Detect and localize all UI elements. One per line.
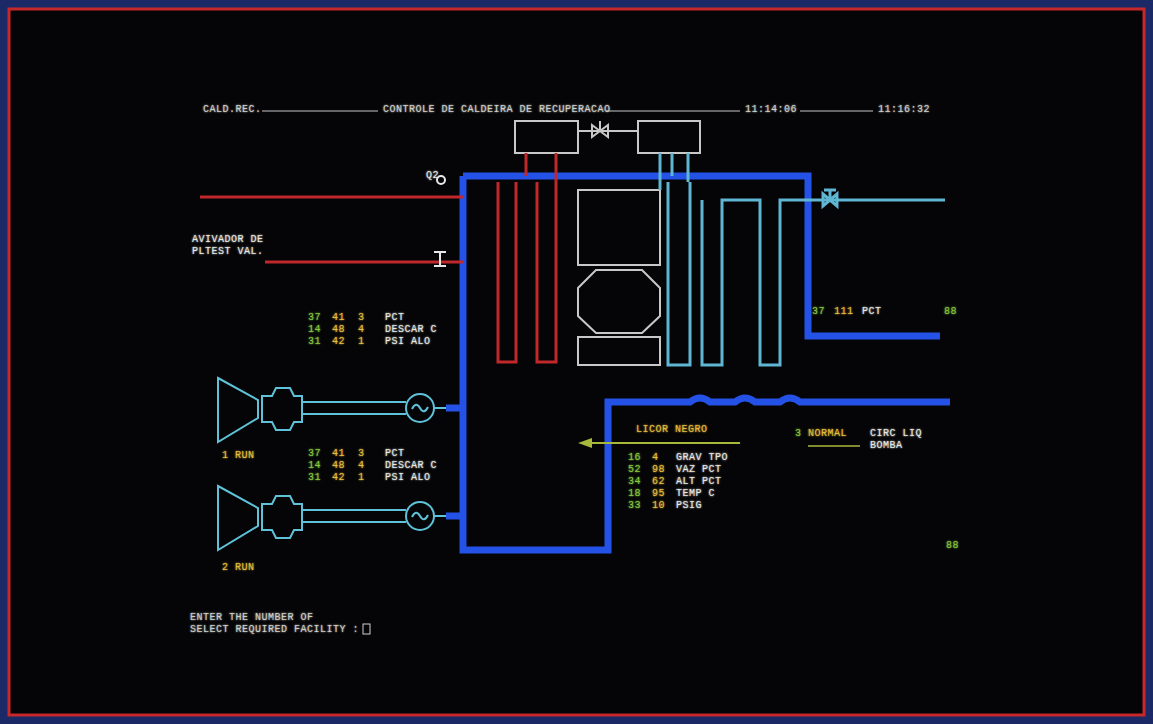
pump-symbol [218, 378, 446, 442]
screen-value: NORMAL [808, 428, 847, 440]
screen-value: 11:14:06 [745, 104, 797, 116]
screen-value: 41 48 42 [332, 448, 346, 484]
screen-value: PSI ALO [385, 472, 431, 484]
screen-value: Q2 [426, 170, 439, 182]
screen-value: 3 4 1 [358, 312, 366, 348]
steam-lines [660, 153, 945, 365]
screen-value: AVIVADOR DE [192, 234, 264, 246]
screen-value: 16 52 34 18 33 [628, 452, 642, 512]
screen-value: CIRC LIQ [870, 428, 922, 440]
main-piping [446, 176, 950, 550]
screen-title: CONTROLE DE CALDEIRA DE RECUPERACAO [383, 104, 611, 116]
screen-value: LICOR NEGRO [636, 424, 708, 436]
status-underline [808, 445, 860, 447]
screen-value: TEMP C [676, 488, 715, 500]
screen-value: BOMBA [870, 440, 903, 452]
screen-value: GRAV TPO [676, 452, 728, 464]
screen-value: 88 [946, 540, 959, 552]
screen-value: 111 [834, 306, 854, 318]
screen-value: 41 48 42 [332, 312, 346, 348]
screen-value: 37 14 31 [308, 448, 322, 484]
cursor [363, 624, 370, 634]
screen-value: PSIG [676, 500, 702, 512]
screen-value: ENTER THE NUMBER OF [190, 612, 314, 624]
recovery-furnace [578, 190, 660, 365]
screen-value: 3 [795, 428, 802, 440]
screen-value: PLTEST VAL. [192, 246, 264, 258]
screen-value: DESCAR C [385, 324, 437, 336]
valve-symbol [434, 252, 446, 266]
screen-value: 11:16:32 [878, 104, 930, 116]
screen-value: VAZ PCT [676, 464, 722, 476]
screen-value: ALT PCT [676, 476, 722, 488]
screen-value: 1 RUN [222, 450, 255, 462]
screen-value: PCT [385, 448, 405, 460]
flow-arrow [578, 438, 740, 448]
hot-lines [200, 153, 556, 362]
screen-value: PCT [385, 312, 405, 324]
screen-value: 3 4 1 [358, 448, 366, 484]
screen-value: DESCAR C [385, 460, 437, 472]
screen-value: SELECT REQUIRED FACILITY : [190, 624, 359, 636]
screen-value: PCT [862, 306, 882, 318]
screen-frame [9, 9, 1144, 715]
screen-value: PSI ALO [385, 336, 431, 348]
screen-value: 2 RUN [222, 562, 255, 574]
screen-value: 88 [944, 306, 957, 318]
screen-value: CALD.REC. [203, 104, 262, 116]
header-drums [515, 121, 700, 153]
pump-symbol [218, 486, 446, 550]
screen-value: 37 [812, 306, 825, 318]
screen-value: 4 98 62 95 10 [652, 452, 666, 512]
screen-value: 37 14 31 [308, 312, 322, 348]
